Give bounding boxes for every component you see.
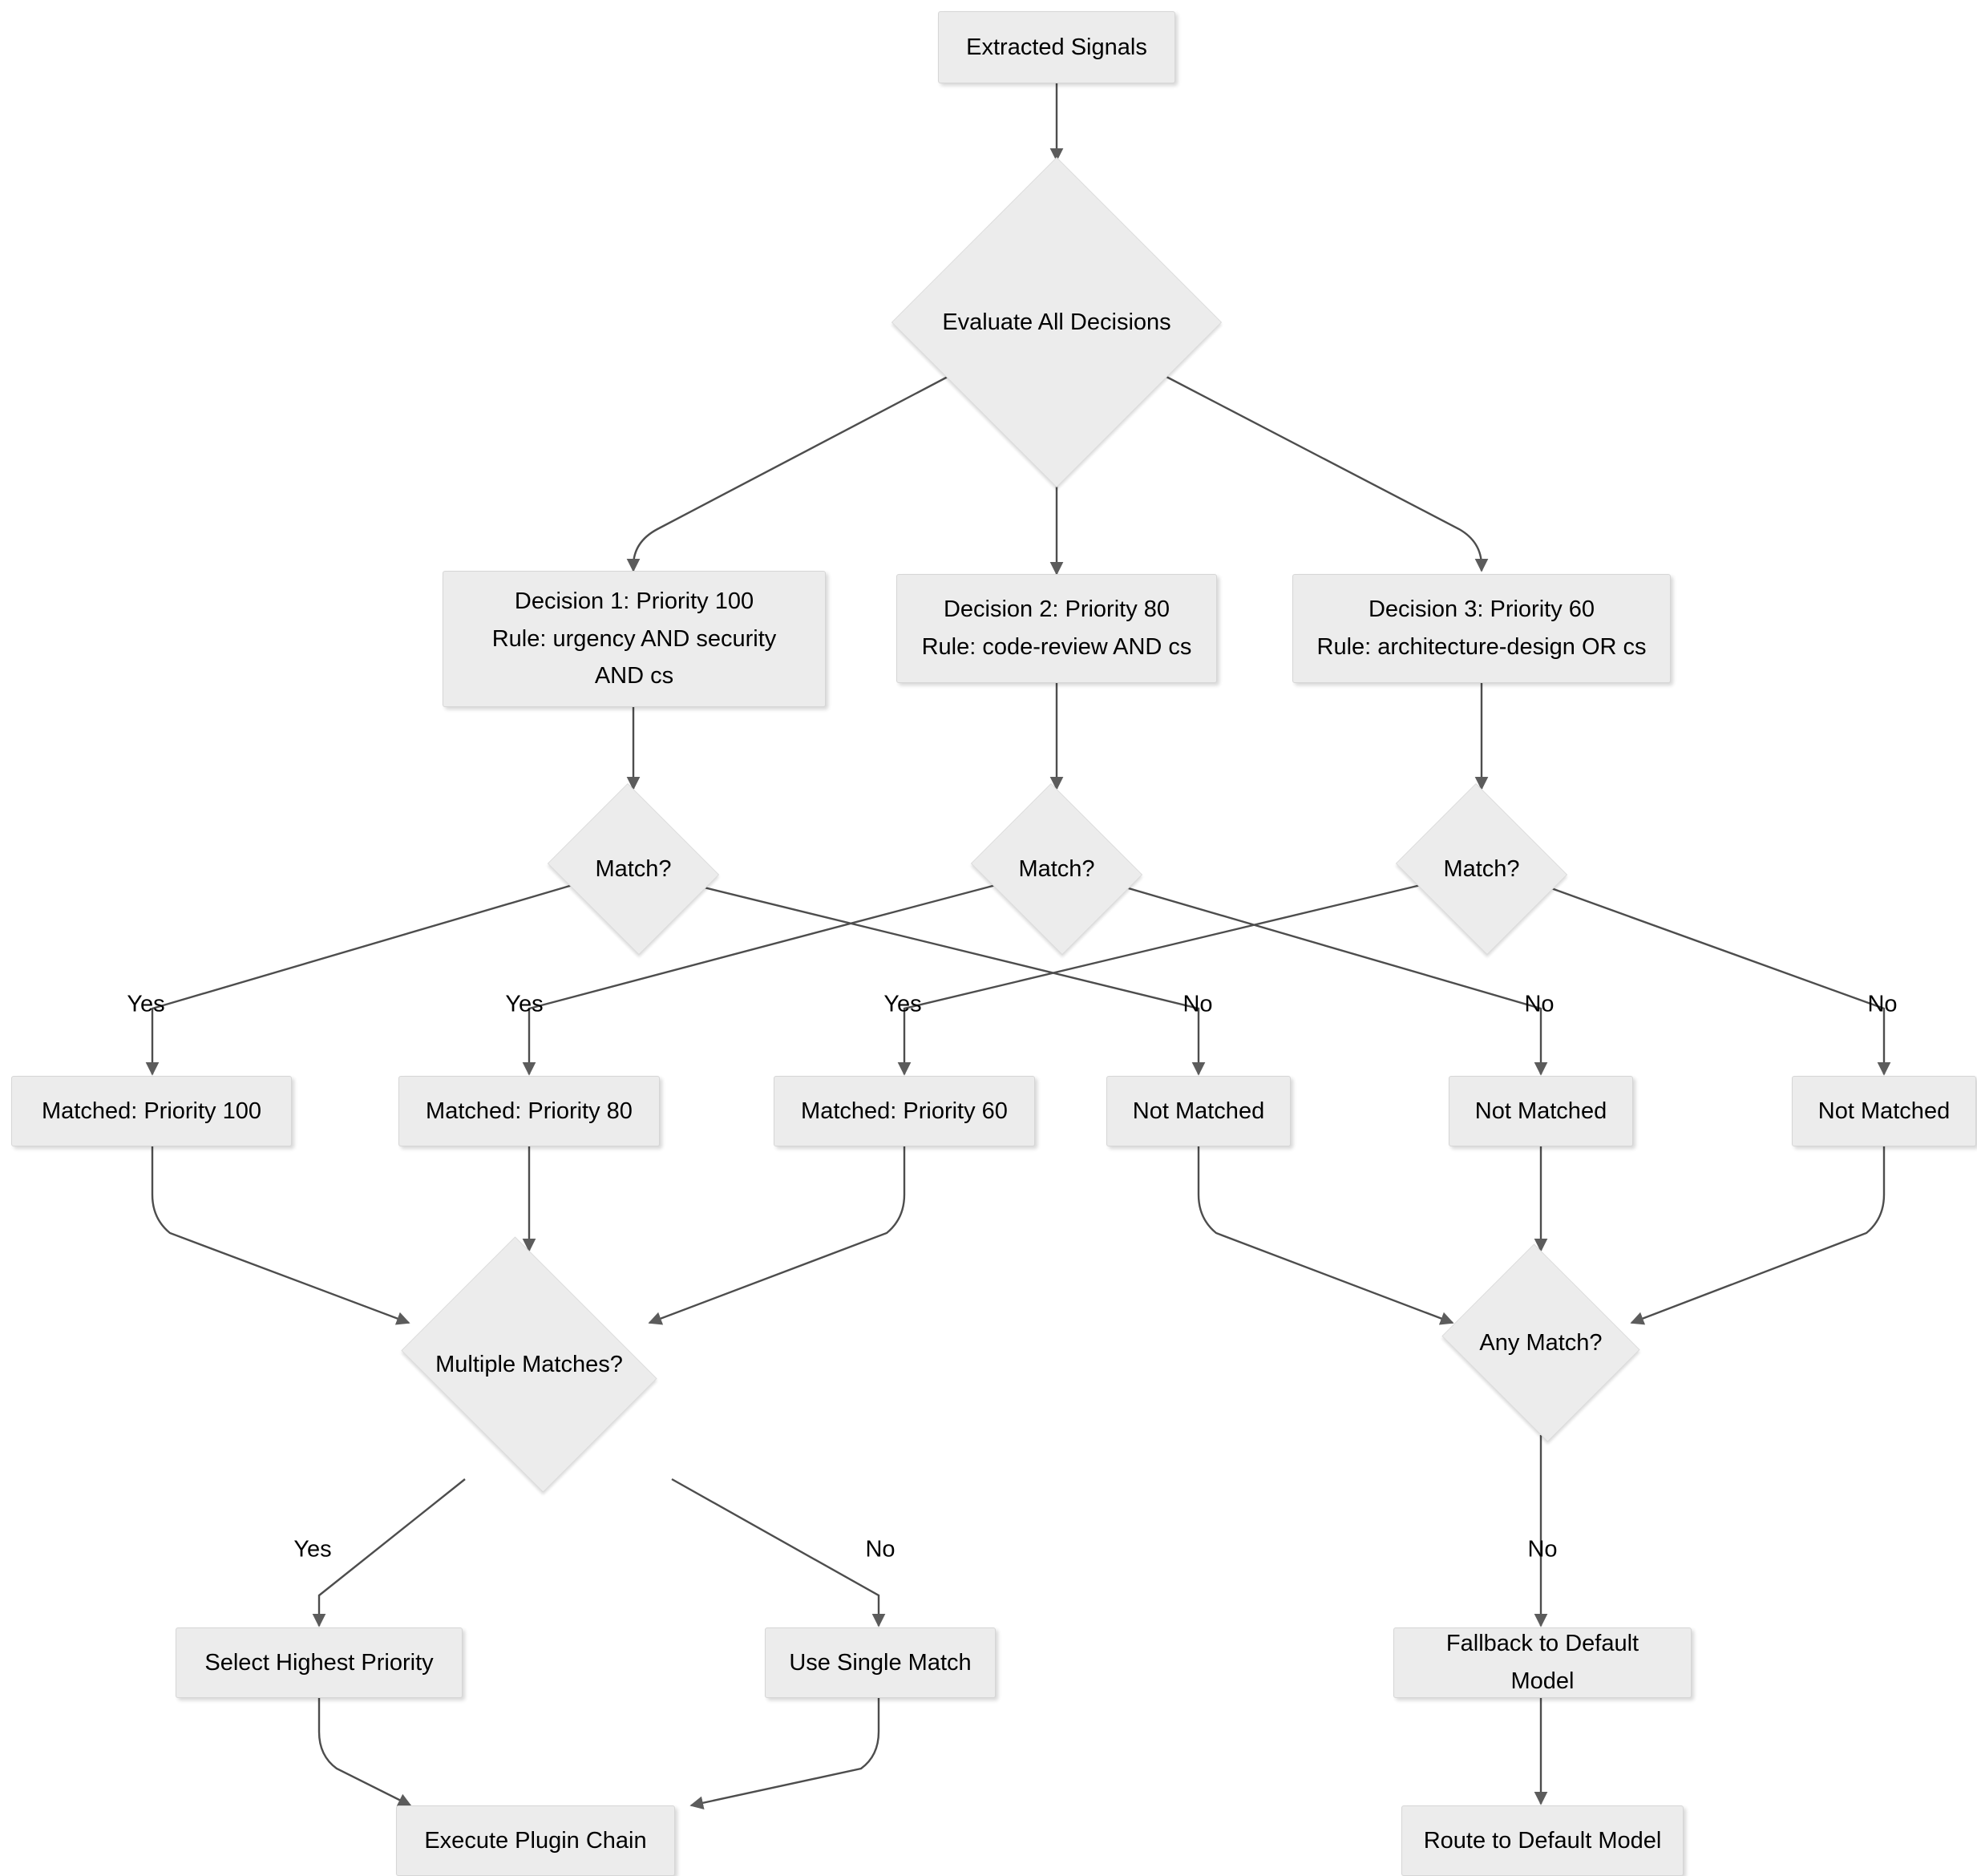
node-extracted-signals[interactable]: Extracted Signals (938, 11, 1175, 83)
node-label: Not Matched (1474, 1098, 1607, 1124)
edge-label-no-3: No (1867, 991, 1898, 1017)
node-decision-1[interactable]: Decision 1: Priority 100 Rule: urgency A… (443, 571, 826, 707)
node-label: Match? (1018, 855, 1095, 882)
node-not-matched-2[interactable]: Not Matched (1449, 1076, 1633, 1146)
edge-nm3-any (1630, 1146, 1886, 1325)
edge-multi-yes (312, 1478, 466, 1627)
edge-nm1-any (1197, 1146, 1454, 1325)
node-label: Route to Default Model (1423, 1827, 1662, 1854)
node-label: Use Single Match (789, 1649, 972, 1676)
edge-label-any-no: No (1527, 1536, 1558, 1563)
node-matched-priority-100[interactable]: Matched: Priority 100 (11, 1076, 292, 1146)
node-label: Extracted Signals (966, 34, 1147, 60)
edge-match3-no (1542, 883, 1891, 1076)
node-use-single-match[interactable]: Use Single Match (765, 1627, 996, 1698)
edge-match1-yes (145, 883, 573, 1076)
edge-label-multiple-no: No (865, 1536, 896, 1563)
edge-m100-multi (151, 1146, 410, 1325)
node-label: Evaluate All Decisions (942, 309, 1171, 335)
node-label: Any Match? (1479, 1329, 1603, 1356)
node-label: Match? (595, 855, 672, 882)
node-label: Matched: Priority 60 (801, 1098, 1008, 1124)
edge-label-multiple-yes: Yes (293, 1536, 332, 1563)
node-execute-plugin-chain[interactable]: Execute Plugin Chain (396, 1805, 675, 1876)
node-label: Decision 3: Priority 60 Rule: architectu… (1316, 596, 1647, 660)
node-label: Decision 2: Priority 80 Rule: code-revie… (921, 596, 1192, 660)
node-label: Execute Plugin Chain (424, 1827, 647, 1854)
node-not-matched-3[interactable]: Not Matched (1792, 1076, 1976, 1146)
edge-label-yes-3: Yes (883, 991, 922, 1017)
node-route-to-default-model[interactable]: Route to Default Model (1401, 1805, 1684, 1876)
node-match-2[interactable]: Match? (965, 783, 1148, 955)
node-label: Matched: Priority 100 (41, 1098, 261, 1124)
node-multiple-matches[interactable]: Multiple Matches? (387, 1236, 671, 1493)
edge-label-yes-2: Yes (505, 991, 544, 1017)
edge-select-execute (317, 1698, 412, 1807)
node-not-matched-1[interactable]: Not Matched (1106, 1076, 1291, 1146)
node-decision-3[interactable]: Decision 3: Priority 60 Rule: architectu… (1292, 574, 1671, 683)
node-match-3[interactable]: Match? (1390, 783, 1573, 955)
edge-m60-multi (648, 1146, 906, 1325)
node-label: Fallback to Default Model (1445, 1631, 1639, 1694)
node-decision-2[interactable]: Decision 2: Priority 80 Rule: code-revie… (896, 574, 1217, 683)
node-label: Match? (1443, 855, 1520, 882)
node-matched-priority-80[interactable]: Matched: Priority 80 (398, 1076, 660, 1146)
node-evaluate-all-decisions[interactable]: Evaluate All Decisions (891, 157, 1222, 487)
node-label: Decision 1: Priority 100 Rule: urgency A… (491, 588, 777, 689)
edge-multi-no (671, 1478, 886, 1627)
node-label: Multiple Matches? (435, 1351, 623, 1377)
edge-label-yes-1: Yes (127, 991, 165, 1017)
node-match-1[interactable]: Match? (542, 783, 725, 955)
node-select-highest-priority[interactable]: Select Highest Priority (176, 1627, 463, 1698)
node-any-match[interactable]: Any Match? (1435, 1243, 1647, 1442)
edge-label-no-2: No (1524, 991, 1555, 1017)
node-label: Not Matched (1132, 1098, 1265, 1124)
node-label: Not Matched (1817, 1098, 1951, 1124)
node-matched-priority-60[interactable]: Matched: Priority 60 (774, 1076, 1035, 1146)
edge-single-execute (689, 1698, 880, 1810)
node-fallback-to-default-model[interactable]: Fallback to Default Model (1393, 1627, 1692, 1698)
node-label: Matched: Priority 80 (426, 1098, 633, 1124)
edge-label-no-1: No (1183, 991, 1213, 1017)
node-label: Select Highest Priority (204, 1649, 434, 1676)
